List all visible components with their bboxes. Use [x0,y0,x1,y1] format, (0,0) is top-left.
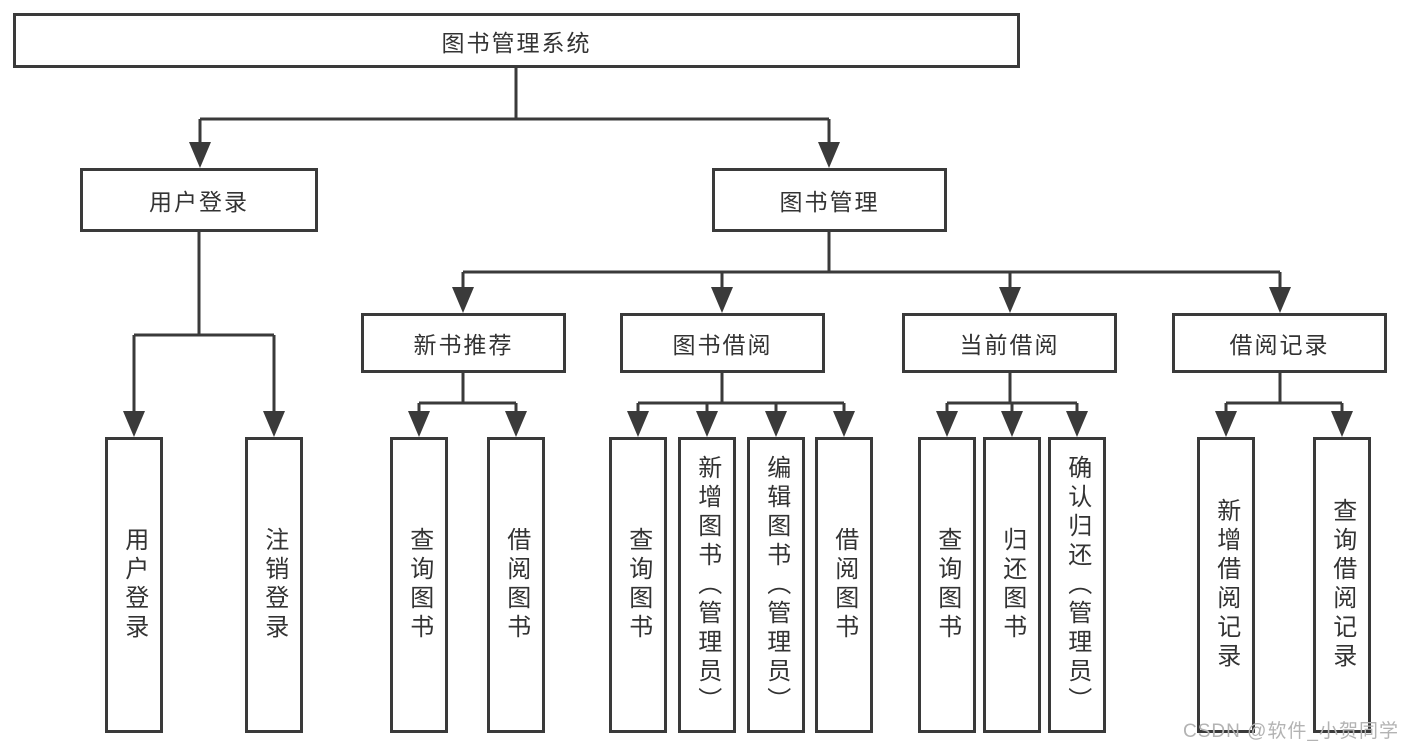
connector-user-login-to-leaves [123,232,285,437]
arrowhead-icon [818,142,840,168]
arrowhead-icon [189,142,211,168]
leaf-return-books: 归还图书 [983,437,1041,733]
arrowhead-icon [1001,411,1023,437]
leaf-borrow-books-borrowing-label: 借阅图书 [830,527,858,643]
connector-root-to-level2 [189,68,840,168]
connector-borrowing-to-leaves [627,373,855,437]
leaf-edit-book-admin: 编辑图书（管理员） [747,437,805,733]
leaf-add-borrow-record: 新增借阅记录 [1197,437,1255,733]
leaf-add-borrow-record-label: 新增借阅记录 [1212,498,1240,672]
leaf-borrow-books-newbooks-label: 借阅图书 [502,527,530,643]
leaf-add-book-admin: 新增图书（管理员） [678,437,736,733]
node-root: 图书管理系统 [13,13,1020,68]
connector-current-to-leaves [936,373,1088,437]
leaf-confirm-return-admin-label: 确认归还（管理员） [1063,454,1091,716]
arrowhead-icon [833,411,855,437]
node-book-borrowing-label: 图书借阅 [672,332,773,358]
node-new-book-recommend: 新书推荐 [361,313,566,373]
leaf-query-books-current: 查询图书 [918,437,976,733]
arrowhead-icon [696,411,718,437]
node-current-borrowing-label: 当前借阅 [959,332,1060,358]
leaf-query-books-borrowing-label: 查询图书 [624,527,652,643]
watermark: CSDN @软件_小贺同学 [1183,721,1399,742]
arrowhead-icon [1215,411,1237,437]
leaf-user-login: 用户登录 [105,437,163,733]
leaf-query-borrow-record: 查询借阅记录 [1313,437,1371,733]
node-book-management-label: 图书管理 [779,189,880,215]
arrowhead-icon [505,411,527,437]
node-book-management: 图书管理 [712,168,947,232]
leaf-return-books-label: 归还图书 [998,527,1026,643]
leaf-add-book-admin-label: 新增图书（管理员） [693,454,721,716]
leaf-logout: 注销登录 [245,437,303,733]
leaf-user-login-label: 用户登录 [120,527,148,643]
arrowhead-icon [123,411,145,437]
arrowhead-icon [408,411,430,437]
arrowhead-icon [999,287,1021,313]
node-user-login-label: 用户登录 [149,189,249,215]
arrowhead-icon [1066,411,1088,437]
connector-new-books-to-leaves [408,373,527,437]
leaf-edit-book-admin-label: 编辑图书（管理员） [762,454,790,716]
node-root-label: 图书管理系统 [441,29,592,56]
node-book-borrowing: 图书借阅 [620,313,825,373]
leaf-query-books-current-label: 查询图书 [933,527,961,643]
arrowhead-icon [452,287,474,313]
leaf-query-books-newbooks-label: 查询图书 [405,527,433,643]
leaf-borrow-books-newbooks: 借阅图书 [487,437,545,733]
node-new-book-recommend-label: 新书推荐 [413,332,514,358]
arrowhead-icon [1269,287,1291,313]
arrowhead-icon [765,411,787,437]
arrowhead-icon [627,411,649,437]
connector-records-to-leaves [1215,373,1353,437]
connector-book-mgmt-to-level3 [452,232,1291,313]
arrowhead-icon [936,411,958,437]
leaf-query-borrow-record-label: 查询借阅记录 [1328,498,1356,672]
leaf-logout-label: 注销登录 [260,527,288,643]
node-borrowing-records-label: 借阅记录 [1229,332,1330,358]
arrowhead-icon [1331,411,1353,437]
leaf-confirm-return-admin: 确认归还（管理员） [1048,437,1106,733]
node-user-login: 用户登录 [80,168,318,232]
leaf-query-books-newbooks: 查询图书 [390,437,448,733]
arrowhead-icon [263,411,285,437]
leaf-borrow-books-borrowing: 借阅图书 [815,437,873,733]
leaf-query-books-borrowing: 查询图书 [609,437,667,733]
node-borrowing-records: 借阅记录 [1172,313,1387,373]
node-current-borrowing: 当前借阅 [902,313,1117,373]
arrowhead-icon [711,287,733,313]
